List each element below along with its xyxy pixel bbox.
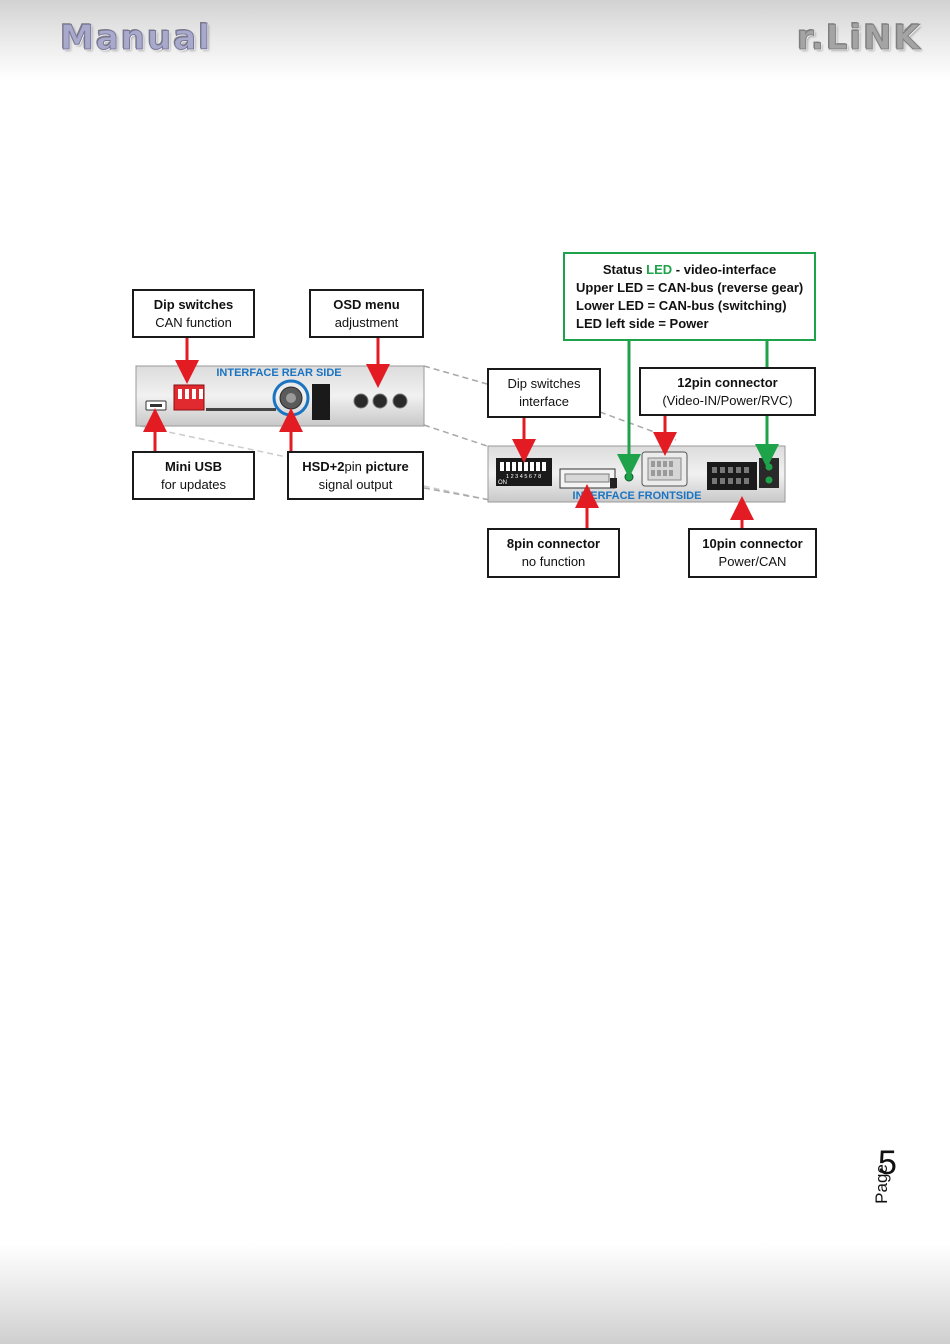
footer-band	[0, 1244, 950, 1344]
status-text: - video-interface	[672, 262, 777, 277]
label-line: signal output	[318, 476, 393, 492]
rear-dip-switch	[173, 384, 205, 411]
hsd-text: picture	[361, 458, 409, 474]
status-line: LED left side = Power	[576, 316, 709, 331]
label-line: adjustment	[334, 314, 399, 330]
label-line: Power/CAN	[718, 554, 787, 569]
label-line: 10pin connector	[702, 536, 803, 551]
label-line: Dip switches	[153, 296, 234, 312]
label-dip-switches-can: Dip switches CAN function	[132, 289, 255, 338]
osd-button	[372, 393, 388, 409]
label-osd-menu: OSD menu adjustment	[309, 289, 424, 338]
label-line: HSD+2pin picture	[302, 458, 409, 476]
front-caption: INTERFACE FRONTSIDE	[573, 490, 702, 502]
red-arrows	[143, 338, 754, 528]
label-10pin: 10pin connector Power/CAN	[688, 528, 817, 578]
hsd-connector	[272, 379, 330, 420]
status-line: Upper LED = CAN-bus (reverse gear)	[576, 280, 804, 295]
label-hsd-output: HSD+2pin picture signal output	[287, 451, 424, 500]
8pin-connector-shape	[559, 468, 617, 489]
label-dip-switches-interface: Dip switches interface	[487, 368, 601, 418]
hsd-text: pin	[344, 458, 362, 474]
header-band	[0, 0, 950, 80]
osd-button	[353, 393, 369, 409]
label-line: OSD menu	[333, 296, 400, 312]
status-title: Status LED - video-interface	[576, 261, 814, 279]
manual-logo: Manual	[60, 18, 212, 59]
label-line: no function	[521, 554, 586, 569]
page-digit: 5	[878, 1144, 897, 1182]
label-line: interface	[519, 394, 569, 409]
status-text: Status	[602, 262, 647, 277]
rear-caption: INTERFACE REAR SIDE	[216, 367, 341, 379]
status-led-word: LED	[646, 262, 673, 277]
front-panel: ON 1 2 3 4 5 6 7 8	[487, 445, 786, 503]
label-line: Mini USB	[164, 458, 223, 474]
12pin-connector-shape	[641, 451, 688, 487]
label-12pin: 12pin connector (Video-IN/Power/RVC)	[639, 367, 816, 416]
label-mini-usb: Mini USB for updates	[132, 451, 255, 500]
label-line: (Video-IN/Power/RVC)	[662, 392, 793, 408]
label-line: 12pin connector	[677, 374, 778, 390]
power-led	[624, 472, 634, 482]
page-number: Page 5	[868, 1144, 918, 1220]
upper-led	[765, 463, 773, 471]
10pin-connector-shape	[707, 462, 757, 490]
front-dip-switch: ON 1 2 3 4 5 6 7 8	[496, 458, 552, 486]
osd-button	[392, 393, 408, 409]
dip-digit-labels: 1 2 3 4 5 6 7 8	[506, 474, 541, 480]
dip-on-label: ON	[498, 480, 507, 486]
rlink-logo: r.LiNK	[797, 18, 922, 59]
lower-led	[765, 476, 773, 484]
status-led-box: Status LED - video-interface Upper LED =…	[563, 252, 816, 341]
rear-panel: INTERFACE REAR SIDE	[135, 365, 425, 427]
hsd-text: HSD+2	[302, 458, 345, 474]
status-line: Lower LED = CAN-bus (switching)	[576, 298, 787, 313]
label-8pin: 8pin connector no function	[487, 528, 620, 578]
label-line: Dip switches	[507, 376, 581, 391]
perspective-lines	[139, 365, 677, 501]
label-line: CAN function	[155, 314, 232, 330]
label-line: for updates	[160, 476, 227, 492]
label-line: 8pin connector	[506, 536, 601, 551]
